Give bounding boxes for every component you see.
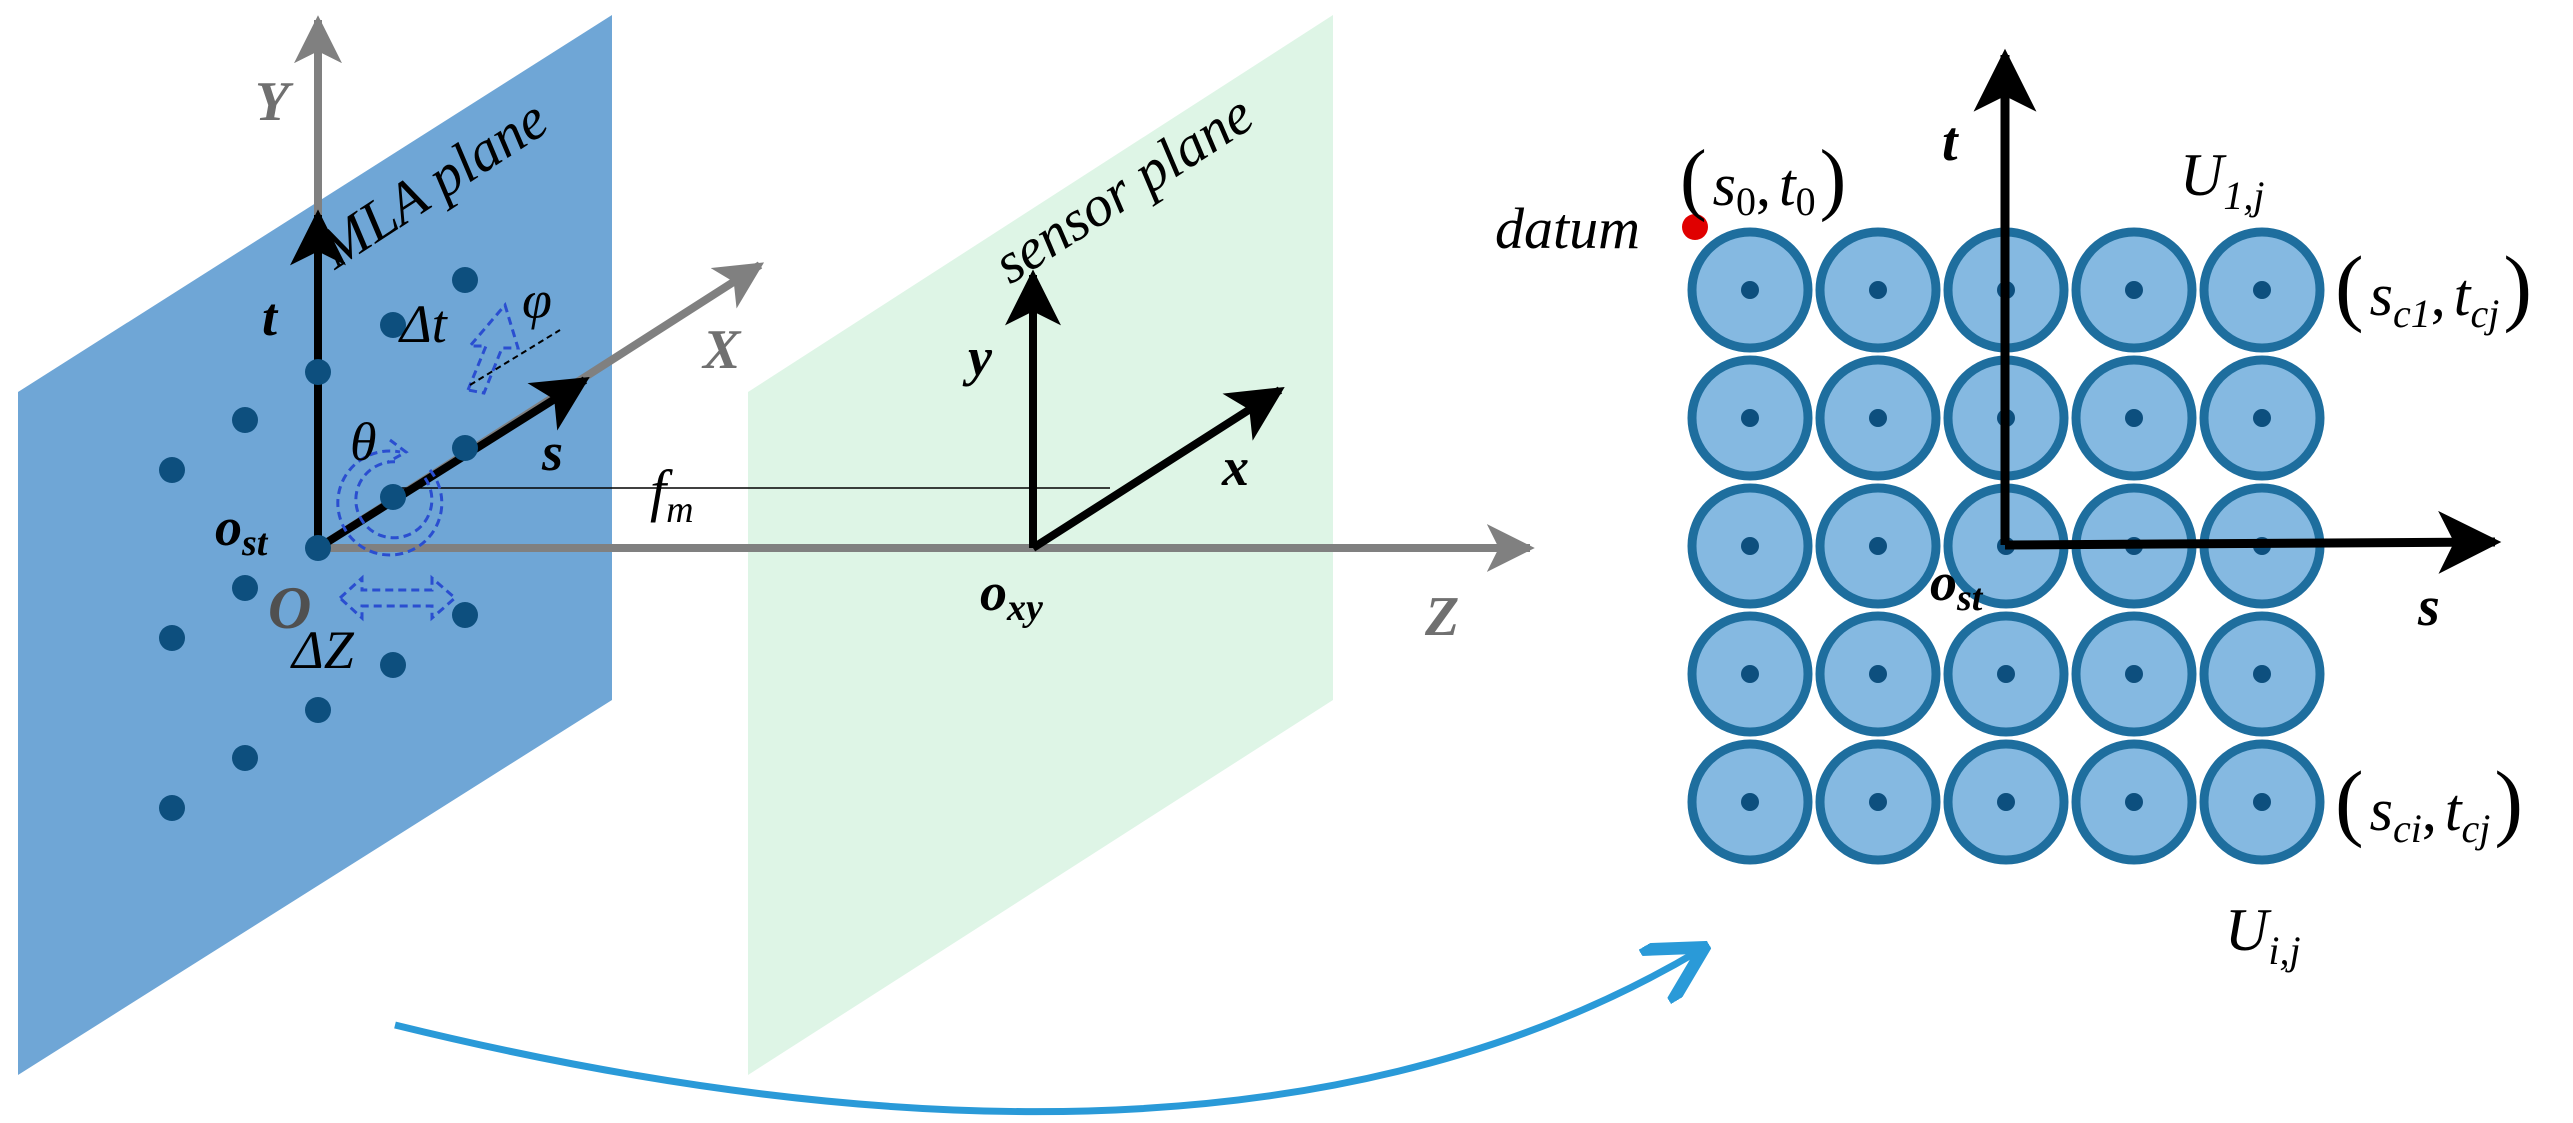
label-O-origin: O	[268, 575, 311, 641]
phi-angle-line	[469, 329, 561, 386]
lenslet-dot	[452, 267, 478, 293]
mla-lenslet-dots	[159, 267, 478, 821]
label-Z-axis: Z	[1424, 586, 1459, 648]
label-delta-t: Δt	[398, 294, 449, 354]
label-t-axis: t	[262, 287, 279, 347]
label-o-st-left: ost	[215, 497, 269, 564]
lenslet-dot	[305, 697, 331, 723]
lenslet-center-dot	[1741, 537, 1759, 555]
label-o-xy: oxy	[980, 562, 1043, 629]
lenslet-center-dot	[2253, 281, 2271, 299]
lenslet-dot	[159, 625, 185, 651]
lenslet-dot	[159, 795, 185, 821]
lenslet-dot	[305, 535, 331, 561]
datum-point	[1682, 214, 1708, 240]
right-panel: datum (s0,t0) t U1,j (sc1,tcj) ost s (sc…	[1495, 48, 2532, 973]
lenslet-dot	[380, 484, 406, 510]
lenslet-center-dot	[2125, 665, 2143, 683]
lenslet-center-dot	[2125, 793, 2143, 811]
lenslet-dot	[380, 312, 406, 338]
lenslet-center-dot	[2253, 409, 2271, 427]
sensor-x-axis	[1030, 386, 1285, 552]
lenslet-center-dot	[1741, 665, 1759, 683]
lenslet-center-dot	[1869, 537, 1887, 555]
left-panel: Y MLA plane X t Δt φ θ s fm ost O ΔZ sen…	[18, 15, 1535, 1075]
label-s0-t0: (s0,t0)	[1680, 135, 1846, 224]
label-U-1j: U1,j	[2180, 142, 2264, 218]
lenslet-center-dot	[1741, 793, 1759, 811]
label-s-axis: s	[541, 422, 563, 482]
lenslet-center-dot	[1741, 281, 1759, 299]
lenslet-center-dot	[2253, 665, 2271, 683]
lenslet-dot	[452, 602, 478, 628]
label-sci-tcj: (sci,tcj)	[2335, 753, 2523, 851]
lenslet-center-dot	[1741, 409, 1759, 427]
lenslet-dot	[452, 435, 478, 461]
label-s-axis-right: s	[2417, 576, 2440, 638]
label-theta: θ	[350, 412, 377, 472]
lenslet-center-dot	[2125, 281, 2143, 299]
lenslet-center-dot	[1869, 665, 1887, 683]
lenslet-dot	[232, 575, 258, 601]
label-Y-axis: Y	[255, 71, 294, 133]
lenslet-grid	[1687, 227, 2325, 865]
label-U-ij: Ui,j	[2225, 897, 2301, 973]
label-sensor-x-axis: x	[1221, 437, 1249, 497]
lenslet-dot	[380, 652, 406, 678]
label-t-axis-right: t	[1942, 111, 1959, 173]
transition-arrow	[394, 950, 1700, 1116]
label-sc1-tcj: (sc1,tcj)	[2335, 238, 2532, 336]
label-phi: φ	[522, 270, 552, 330]
lenslet-center-dot	[2253, 793, 2271, 811]
lenslet-dot	[232, 407, 258, 433]
lenslet-dot	[232, 745, 258, 771]
lenslet-center-dot	[1869, 281, 1887, 299]
lenslet-dot	[159, 457, 185, 483]
lenslet-center-dot	[2125, 409, 2143, 427]
lenslet-dot	[305, 359, 331, 385]
label-f-m: fm	[650, 458, 694, 531]
lenslet-center-dot	[1997, 665, 2015, 683]
label-sensor-y-axis: y	[962, 327, 993, 387]
lenslet-center-dot	[1869, 409, 1887, 427]
right-s-axis	[2004, 510, 2502, 574]
label-X-axis: X	[701, 319, 742, 381]
label-delta-Z: ΔZ	[290, 620, 355, 680]
theta-rotation-indicator	[336, 438, 444, 557]
label-o-st-right: ost	[1930, 552, 1984, 619]
lenslet-center-dot	[1997, 793, 2015, 811]
lenslet-center-dot	[1869, 793, 1887, 811]
label-datum: datum	[1495, 196, 1640, 261]
